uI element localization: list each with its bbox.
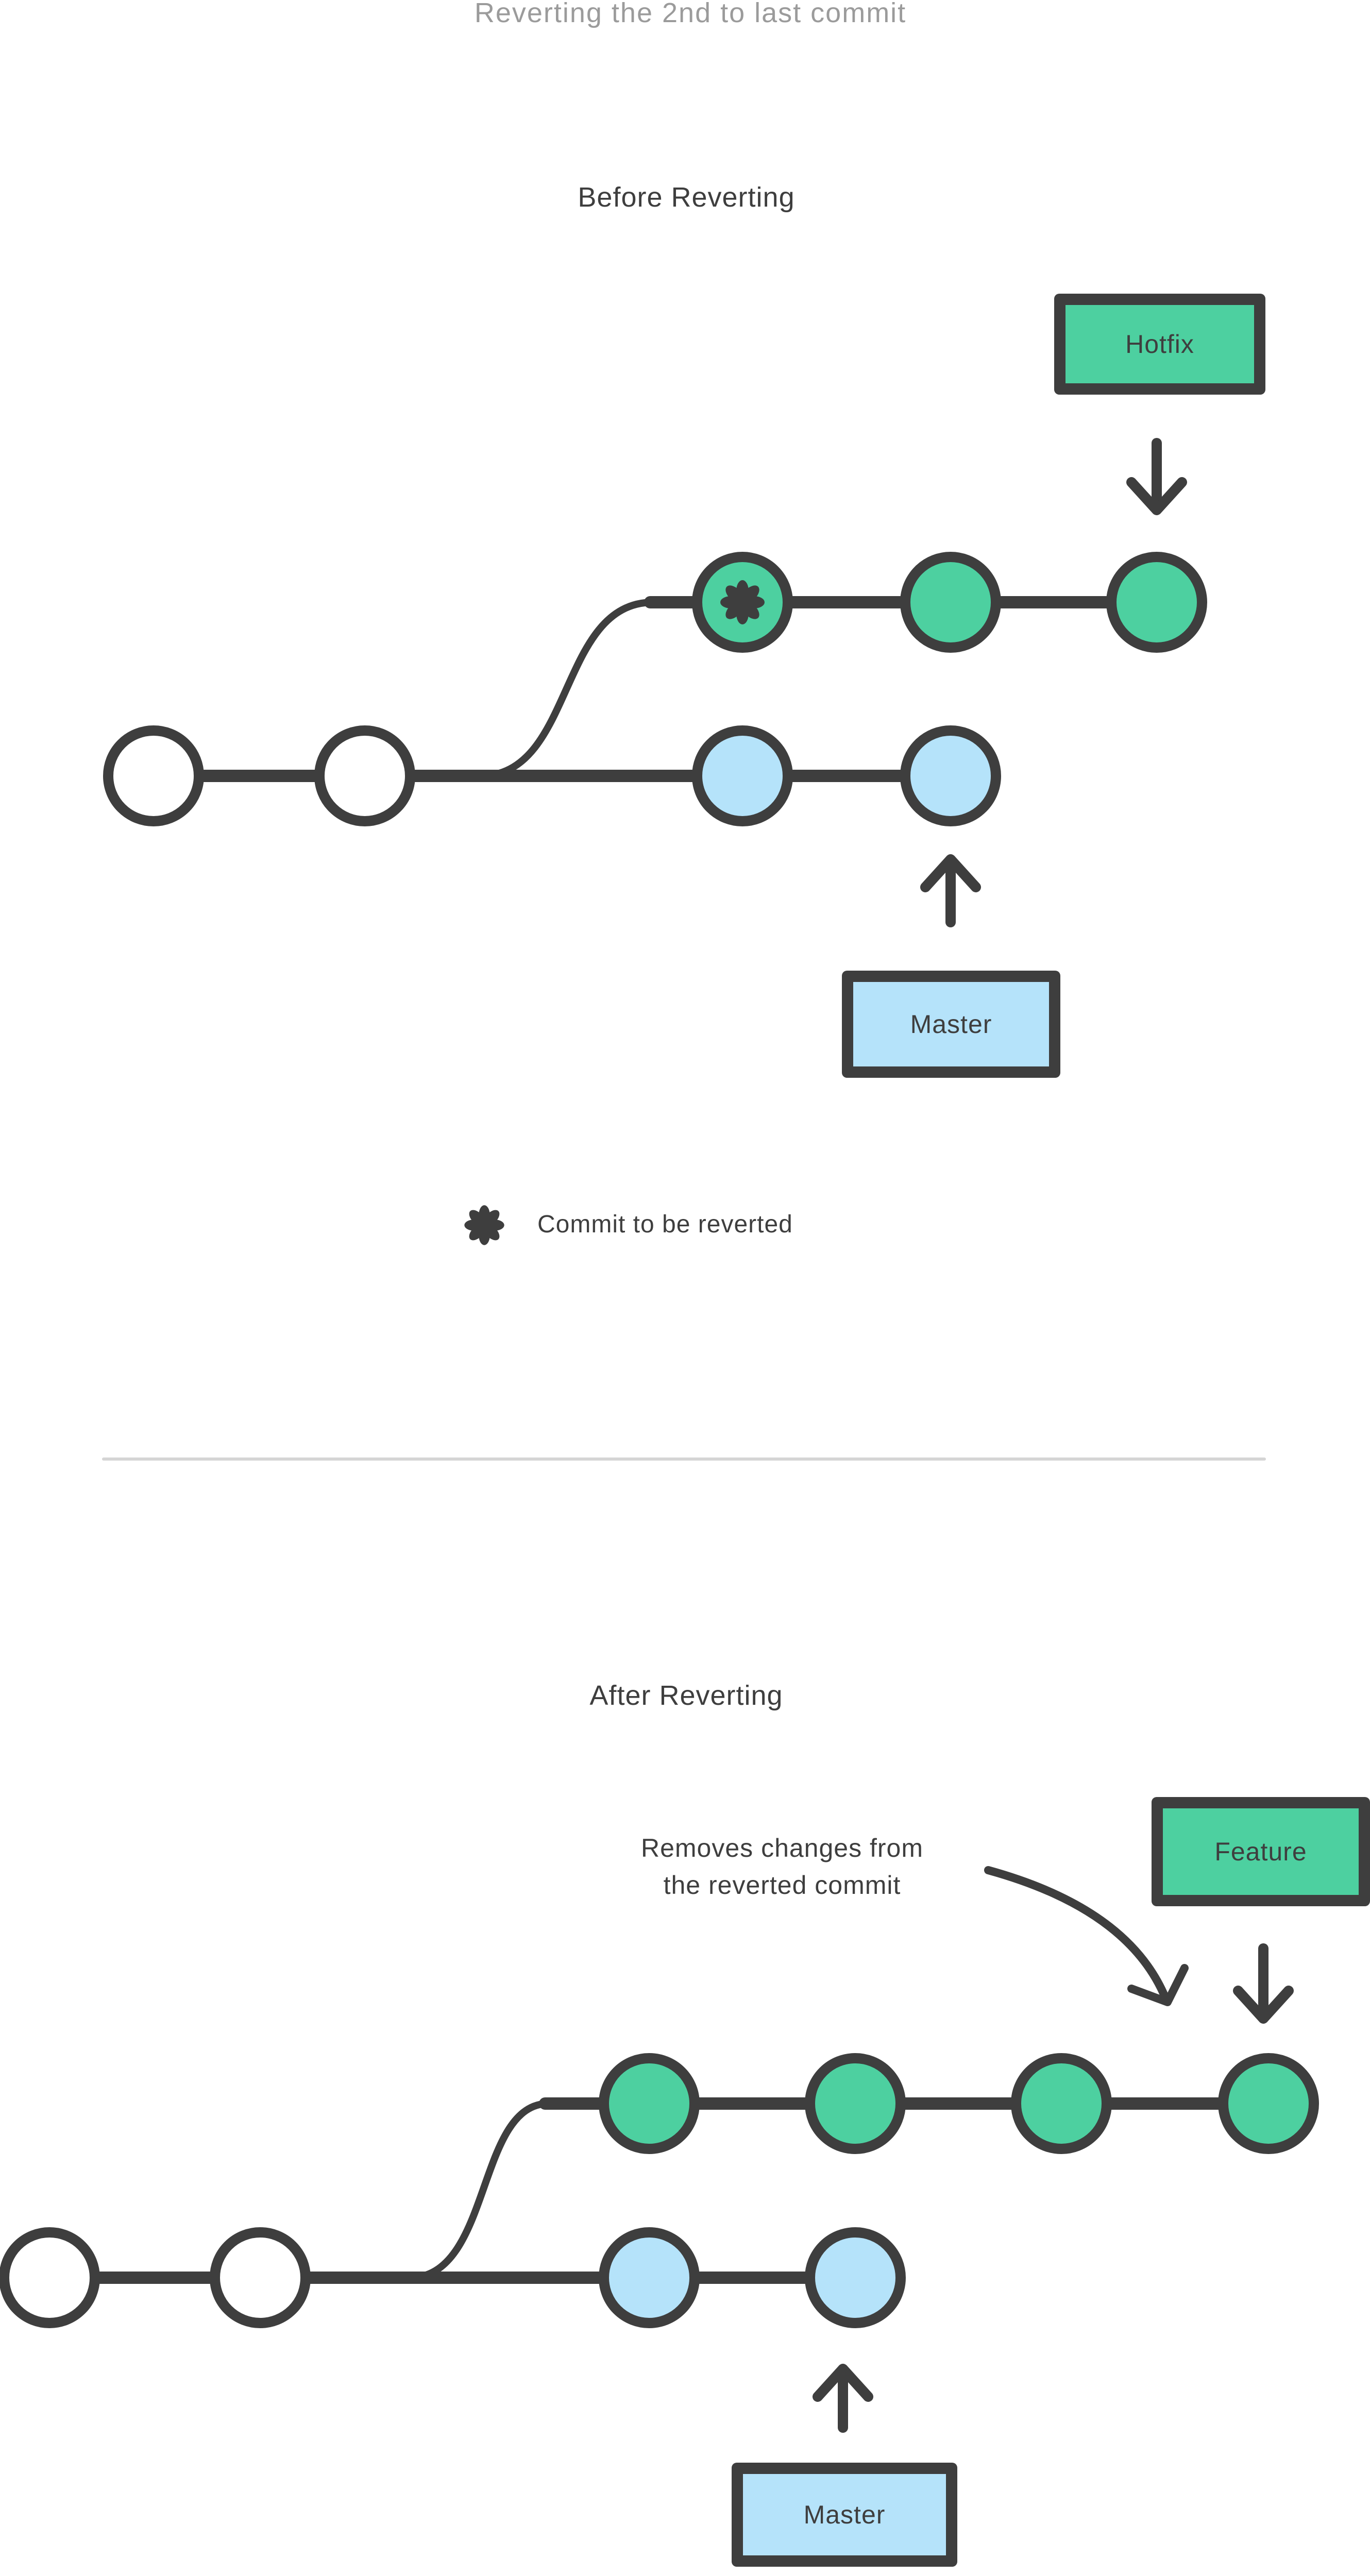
before-trunk-commit-1 [103, 725, 204, 826]
annotation-line-1: Removes changes from [640, 1834, 924, 1862]
after-feature-commit-4-revert [1218, 2053, 1319, 2154]
commit-to-revert-asterisk-icon [720, 580, 765, 624]
feature-branch-label: Feature [1214, 1837, 1307, 1866]
after-graph [0, 1866, 1319, 2433]
before-master-box: Master [842, 971, 1060, 1078]
before-trunk-commit-2 [314, 725, 415, 826]
after-master-box: Master [732, 2463, 957, 2567]
before-master-arrow-up-icon [920, 854, 981, 927]
before-hotfix-arrow-down-icon [1126, 438, 1187, 515]
after-feature-commit-2 [805, 2053, 906, 2154]
after-master-arrow-up-icon [813, 2364, 873, 2433]
section-divider [102, 1458, 1266, 1461]
after-master-commit-2 [805, 2227, 906, 2328]
after-heading: After Reverting [589, 1680, 783, 1711]
after-branch-curve [409, 2100, 552, 2281]
before-hotfix-commit-2 [900, 552, 1001, 653]
hotfix-branch-label: Hotfix [1125, 330, 1194, 359]
legend-asterisk-icon [464, 1205, 504, 1245]
page-title: Reverting the 2nd to last commit [474, 0, 907, 28]
annotation-curved-arrow-icon [984, 1866, 1189, 2006]
before-master-label: Master [910, 1010, 992, 1039]
after-trunk-commit-2 [210, 2227, 311, 2328]
after-feature-arrow-down-icon [1233, 1943, 1294, 2024]
before-branch-curve [481, 599, 657, 779]
after-master-commit-1 [599, 2227, 700, 2328]
after-feature-commit-3 [1011, 2053, 1112, 2154]
before-hotfix-commit-3 [1106, 552, 1207, 653]
after-trunk-commit-1 [0, 2227, 100, 2328]
hotfix-branch-box: Hotfix [1054, 294, 1265, 395]
after-master-label: Master [803, 2500, 886, 2529]
before-master-commit-1 [692, 725, 793, 826]
feature-branch-box: Feature [1152, 1797, 1370, 1906]
annotation-line-2: the reverted commit [663, 1871, 901, 1900]
before-master-commit-2 [900, 725, 1001, 826]
before-graph [103, 438, 1207, 927]
after-feature-commit-1 [599, 2053, 700, 2154]
before-heading: Before Reverting [578, 182, 795, 213]
annotation-text: Removes changes from the reverted commit [641, 1833, 923, 1900]
legend-label: Commit to be reverted [537, 1211, 793, 1238]
